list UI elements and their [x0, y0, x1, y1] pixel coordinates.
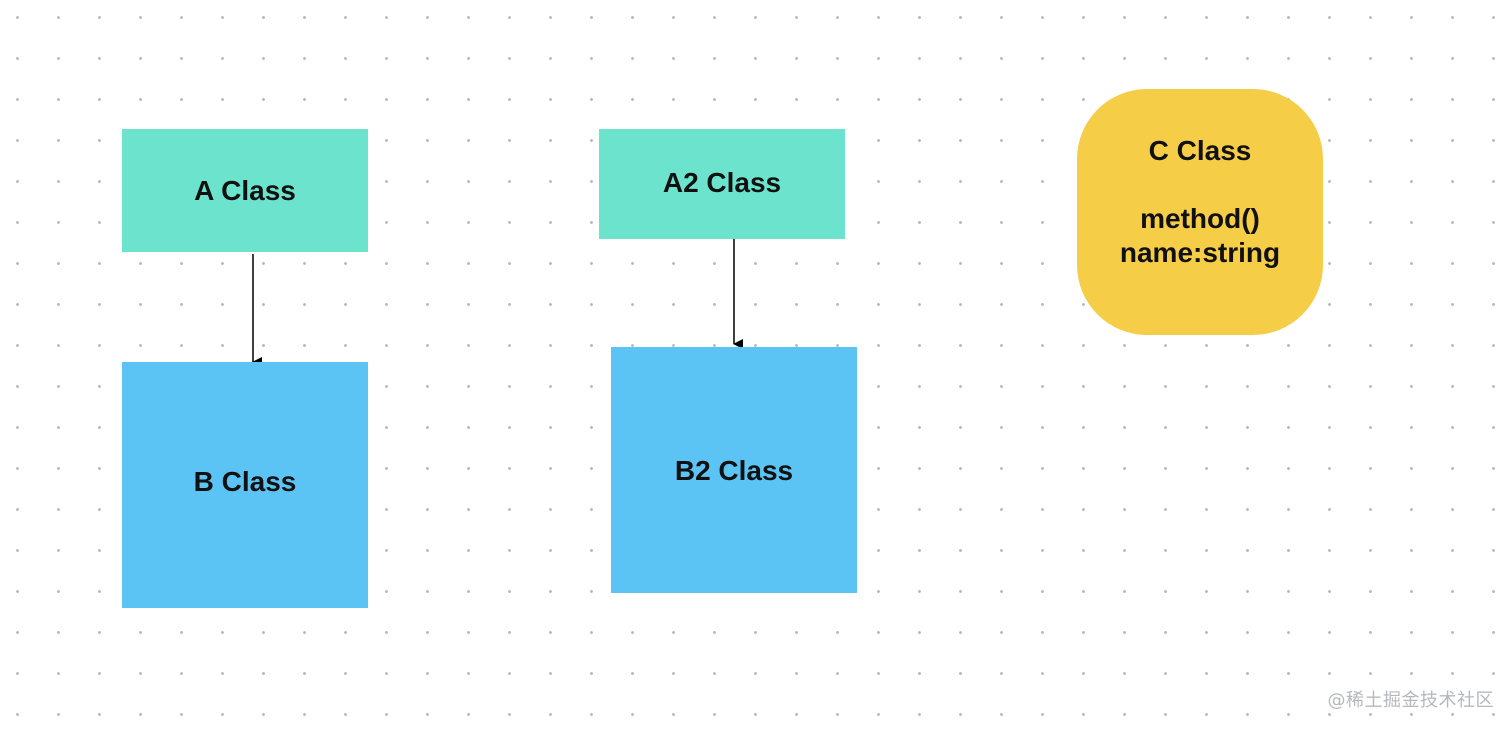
node-c-class-property: name:string	[1119, 237, 1281, 268]
node-a-class-label: A Class	[194, 174, 296, 206]
watermark: @稀土掘金技术社区	[1327, 690, 1494, 711]
node-b-class-label: B Class	[193, 466, 297, 497]
node-a-class[interactable]: A Class	[122, 129, 368, 252]
node-b2-class[interactable]: B2 Class	[611, 347, 857, 593]
node-c-class-title: C Class	[1148, 135, 1252, 166]
node-b2-class-label: B2 Class	[674, 455, 794, 486]
node-c-class-method: method()	[1140, 203, 1260, 234]
node-a2-class-label: A2 Class	[662, 167, 782, 198]
node-a2-class[interactable]: A2 Class	[599, 129, 845, 239]
node-b-class[interactable]: B Class	[122, 362, 368, 608]
node-c-class[interactable]: C Class method() name:string	[1077, 89, 1323, 335]
